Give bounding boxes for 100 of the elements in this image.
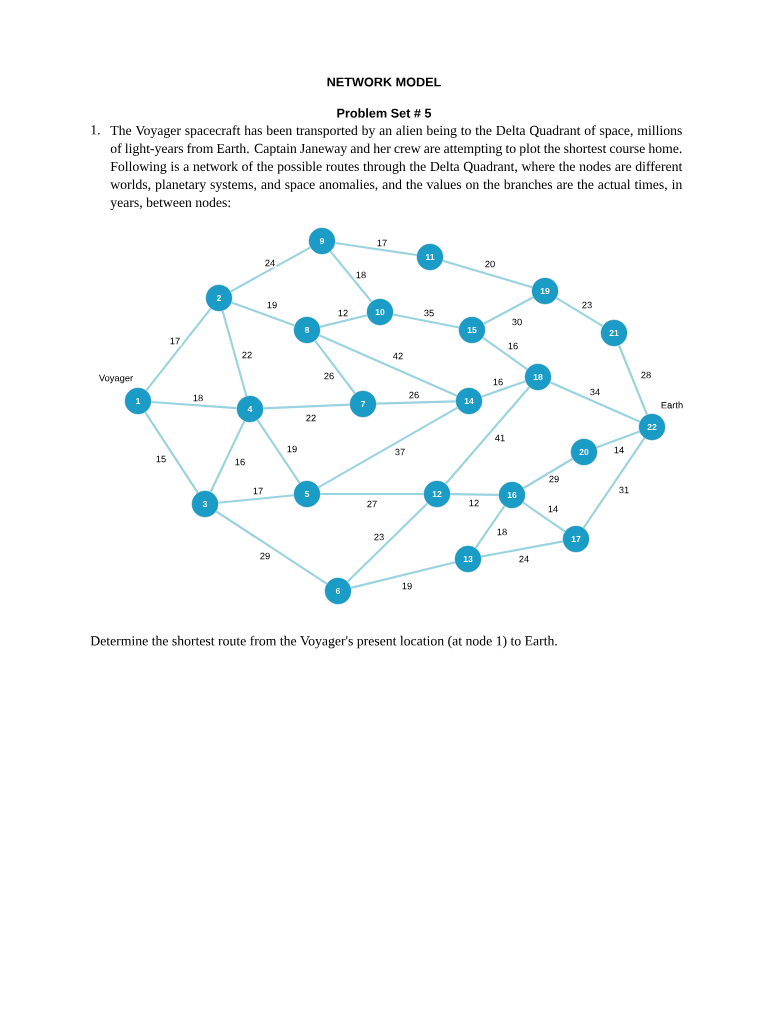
network-node: 15: [458, 316, 486, 344]
network-node: 18: [524, 363, 552, 391]
network-branch: [314, 339, 356, 395]
network-node: 4: [236, 395, 264, 423]
edge-label: 26: [322, 371, 336, 381]
edge-label: 14: [546, 504, 560, 514]
network-branch: [617, 344, 649, 416]
network-branch: [329, 250, 373, 303]
network-branch: [218, 494, 294, 504]
network-branch: [350, 561, 456, 589]
edge-label: 16: [506, 341, 520, 351]
edge-label: 16: [491, 377, 505, 387]
network-branch: [230, 246, 311, 293]
network-node: 13: [454, 545, 482, 573]
network-branch: [481, 380, 526, 398]
network-branch: [555, 296, 604, 328]
node-caption: Earth: [661, 401, 683, 409]
network-branch: [263, 403, 350, 410]
network-branch: [209, 420, 246, 493]
network-branch: [522, 501, 566, 533]
edge-label: 17: [375, 238, 389, 248]
question-text: Determine the shortest route from the Voyager's present location (at node 1) to Earth.: [90, 635, 557, 649]
title: NETWORK MODEL: [327, 77, 441, 87]
network-branch: [450, 493, 499, 496]
edge-label: 42: [391, 351, 405, 361]
network-branch: [444, 386, 531, 485]
edge-label: 29: [258, 551, 272, 561]
edge-label: 12: [336, 308, 350, 318]
edge-label: 18: [495, 527, 509, 537]
edge-label: 26: [407, 390, 421, 400]
edge-label: 19: [400, 581, 414, 591]
edge-label: 18: [354, 270, 368, 280]
network-branch: [320, 492, 424, 496]
edge-label: 28: [639, 370, 653, 380]
network-node: 1: [124, 387, 152, 415]
network-node: 21: [600, 319, 628, 347]
edge-label: 23: [580, 300, 594, 310]
network-node: 12: [423, 480, 451, 508]
network-branch: [334, 241, 418, 257]
network-node: 22: [638, 413, 666, 441]
edge-label: 17: [251, 486, 265, 496]
edge-label: 12: [467, 498, 481, 508]
network-branch: [522, 457, 574, 490]
network-branch: [256, 419, 301, 484]
edge-label: 24: [263, 258, 277, 268]
network-branch: [319, 314, 368, 328]
network-node: 10: [366, 298, 394, 326]
network-branch: [221, 310, 248, 397]
edge-label: 31: [617, 485, 631, 495]
network-node: 9: [308, 227, 336, 255]
network-node: 6: [324, 577, 352, 605]
network-node: 11: [416, 243, 444, 271]
problem-text: The Voyager spacecraft has been transported by an alien being to the Delta Quadrant of space, millions of light-years from Earth. Captain Janeway and her crew are attempting to plot the shortest course home. Following is a network of the possible routes through the Delta Quadrant, where the nodes are different worlds, planetary systems, and space anomalies, and the values on the branches are the actual times, in years, between nodes:: [110, 125, 683, 210]
edge-label: 15: [154, 454, 168, 464]
edge-label: 19: [265, 300, 279, 310]
network-branch: [482, 336, 528, 371]
edge-label: 19: [285, 444, 299, 454]
edge-label: 16: [233, 457, 247, 467]
network-branch: [549, 381, 641, 423]
network-branch: [480, 540, 564, 558]
network-node: 8: [293, 316, 321, 344]
network-node: 14: [455, 387, 483, 415]
item-number: 1.: [91, 125, 100, 135]
network-branch: [442, 259, 533, 289]
network-node: 17: [562, 525, 590, 553]
edge-label: 34: [588, 387, 602, 397]
network-node: 2: [205, 284, 233, 312]
network-node: 7: [349, 390, 377, 418]
edge-label: 24: [517, 554, 531, 564]
edge-label: 29: [547, 474, 561, 484]
network-branch: [346, 502, 429, 583]
edge-label: 14: [612, 445, 626, 455]
edge-label: 35: [422, 308, 436, 318]
network-branch: [317, 406, 459, 489]
network-branch: [582, 437, 646, 529]
network-node: 19: [531, 277, 559, 305]
subtitle: Problem Set # 5: [337, 108, 432, 118]
network-branch: [145, 307, 212, 392]
edge-label: 22: [304, 413, 318, 423]
edge-label: 22: [240, 350, 254, 360]
network-branch: [392, 313, 460, 329]
network-branch: [596, 430, 640, 449]
node-caption: Voyager: [98, 374, 133, 384]
edge-label: 27: [365, 499, 379, 509]
network-node: 20: [570, 438, 598, 466]
network-node: 5: [293, 480, 321, 508]
edge-label: 18: [191, 393, 205, 403]
network-branch: [215, 510, 328, 585]
edge-label: 37: [393, 447, 407, 457]
network-node: 3: [191, 490, 219, 518]
edge-label: 41: [493, 433, 507, 443]
network-branch: [151, 400, 237, 410]
edge-label: 30: [510, 317, 524, 327]
network-branch: [474, 505, 506, 549]
network-branch: [231, 301, 295, 327]
edge-label: 23: [372, 532, 386, 542]
network-branch: [376, 400, 456, 405]
edge-label: 20: [483, 259, 497, 269]
edge-label: 17: [168, 336, 182, 346]
network-branch: [144, 411, 199, 494]
